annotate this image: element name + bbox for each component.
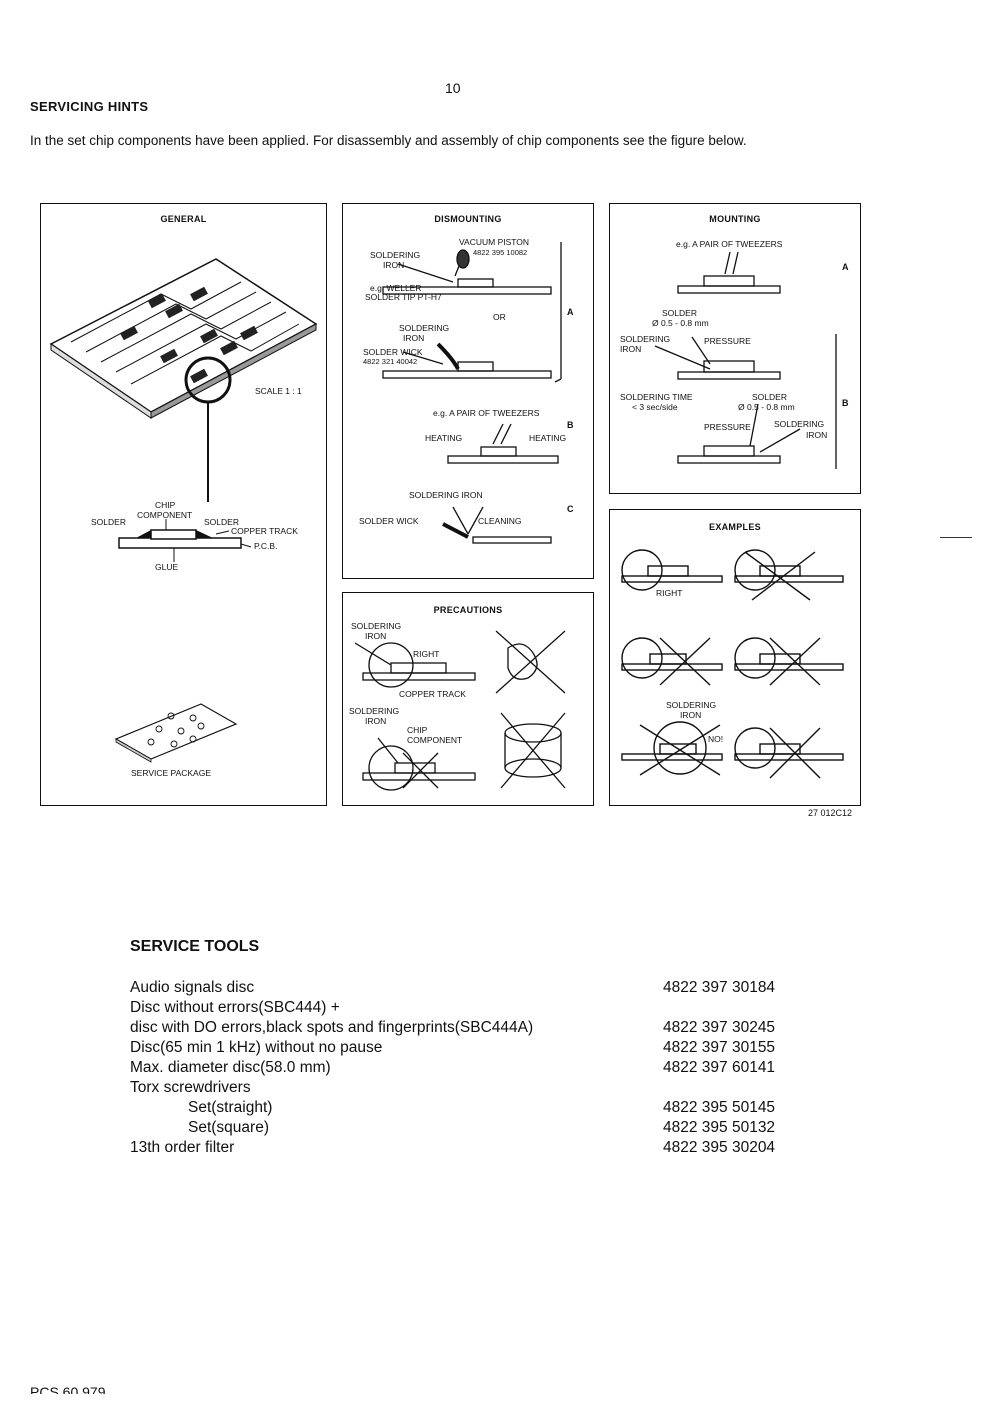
tool-row: disc with DO errors,black spots and fing… <box>130 1019 776 1036</box>
chip-label: CHIP <box>155 500 176 510</box>
iron-label: IRON <box>383 260 405 270</box>
mount-iron2-label: IRON <box>806 430 828 440</box>
tool-row: Torx screwdrivers <box>130 1079 251 1096</box>
intro-paragraph: In the set chip components have been app… <box>30 133 747 148</box>
solder-right-label: SOLDER <box>204 517 239 527</box>
solder-wick2-label: SOLDER WICK <box>359 516 419 526</box>
prec-copper-track-label: COPPER TRACK <box>399 689 466 699</box>
vacuum-code: 4822 395 10082 <box>473 248 528 257</box>
or-label: OR <box>493 312 506 322</box>
iron2-label: IRON <box>403 333 425 343</box>
examples-title: EXAMPLES <box>709 522 761 532</box>
prec-right-label: RIGHT <box>413 649 440 659</box>
general-title: GENERAL <box>160 214 207 224</box>
prec-chip-label: CHIP <box>407 725 428 735</box>
mount-pressure2-label: PRESSURE <box>704 422 751 432</box>
soldering-iron-label: SOLDERING IRON <box>409 490 483 500</box>
mount-tweezers-label: e.g. A PAIR OF TWEEZERS <box>676 239 783 249</box>
label-b: B <box>567 420 574 430</box>
solder-wick-label: SOLDER WICK <box>363 347 423 357</box>
example-soldering-label: SOLDERING <box>666 700 717 710</box>
examples-panel: EXAMPLES <box>609 509 861 806</box>
tweezers-label: e.g. A PAIR OF TWEEZERS <box>433 408 540 418</box>
mount-solder2-label: SOLDER <box>752 392 787 402</box>
general-panel: GENERAL <box>40 203 327 806</box>
tool-row: Disc without errors(SBC444) + <box>130 999 340 1016</box>
label-c: C <box>567 504 574 514</box>
prec-component-label: COMPONENT <box>407 735 463 745</box>
mount-solder-label: SOLDER <box>662 308 697 318</box>
solder-tip-label: SOLDER TIP PT-H7 <box>365 292 442 302</box>
soldering2-label: SOLDERING <box>399 323 450 333</box>
mounting-title: MOUNTING <box>709 214 761 224</box>
mount-label-a: A <box>842 262 849 272</box>
mount-solder-dia2: Ø 0.5 - 0.8 mm <box>738 402 795 412</box>
weller-label: e.g. WELLER <box>370 283 422 293</box>
tool-row: Set(straight)4822 395 50145 <box>188 1099 776 1116</box>
prec-iron2-label: IRON <box>365 716 387 726</box>
service-package-label: SERVICE PACKAGE <box>131 768 211 778</box>
general-illustration <box>49 258 318 763</box>
dismounting-panel: DISMOUNTING VACUUM PISTON 4822 395 10082… <box>342 203 594 579</box>
glue-label: GLUE <box>155 562 179 572</box>
component-label: COMPONENT <box>137 510 193 520</box>
copper-track-label: COPPER TRACK <box>231 526 298 536</box>
prec-soldering2-label: SOLDERING <box>349 706 400 716</box>
precautions-title: PRECAUTIONS <box>433 605 503 615</box>
heating-right-label: HEATING <box>529 433 567 443</box>
wick-code: 4822 321 40042 <box>363 357 418 366</box>
mount-soldering2-label: SOLDERING <box>774 419 825 429</box>
cleaning-label: CLEANING <box>478 516 522 526</box>
scale-label: SCALE 1 : 1 <box>255 386 302 396</box>
section-heading: SERVICING HINTS <box>30 99 149 114</box>
tool-row: Set(square)4822 395 50132 <box>188 1119 776 1136</box>
precautions-panel: PRECAUTIONS SOLDERING IRON RIGHT COPPER … <box>342 592 594 806</box>
example-right-label: RIGHT <box>656 588 683 598</box>
heating-left-label: HEATING <box>425 433 463 443</box>
prec-soldering-label: SOLDERING <box>351 621 402 631</box>
vacuum-piston-label: VACUUM PISTON <box>459 237 530 247</box>
prec-iron-label: IRON <box>365 631 387 641</box>
dismounting-title: DISMOUNTING <box>434 214 502 224</box>
dismounting-illustration <box>382 242 562 544</box>
example-no-label: NO! <box>708 734 724 744</box>
page-number: 10 <box>445 80 461 96</box>
mount-solder-dia: Ø 0.5 - 0.8 mm <box>652 318 709 328</box>
tool-row: Max. diameter disc(58.0 mm)4822 397 6014… <box>130 1059 776 1076</box>
mounting-panel: MOUNTING e.g. A PAIR OF TWEEZERS A SOLDE… <box>609 203 861 494</box>
figure-code: 27 012C12 <box>808 808 853 818</box>
examples-illustration <box>621 549 844 779</box>
precautions-illustration <box>354 630 566 791</box>
example-iron-label: IRON <box>680 710 702 720</box>
mount-soldering-label: SOLDERING <box>620 334 671 344</box>
service-tools-heading: SERVICE TOOLS <box>130 938 260 955</box>
soldering-time-label: SOLDERING TIME <box>620 392 693 402</box>
mount-pressure-label: PRESSURE <box>704 336 751 346</box>
footer-code: PCS 60 979 <box>30 1384 106 1394</box>
label-a: A <box>567 307 574 317</box>
mount-label-b: B <box>842 398 849 408</box>
mount-iron-label: IRON <box>620 344 642 354</box>
margin-mark <box>940 537 972 538</box>
soldering-label: SOLDERING <box>370 250 421 260</box>
pcb-label: P.C.B. <box>254 541 278 551</box>
solder-left-label: SOLDER <box>91 517 126 527</box>
soldering-time-value: < 3 sec/side <box>632 402 678 412</box>
mounting-illustration <box>654 251 837 469</box>
